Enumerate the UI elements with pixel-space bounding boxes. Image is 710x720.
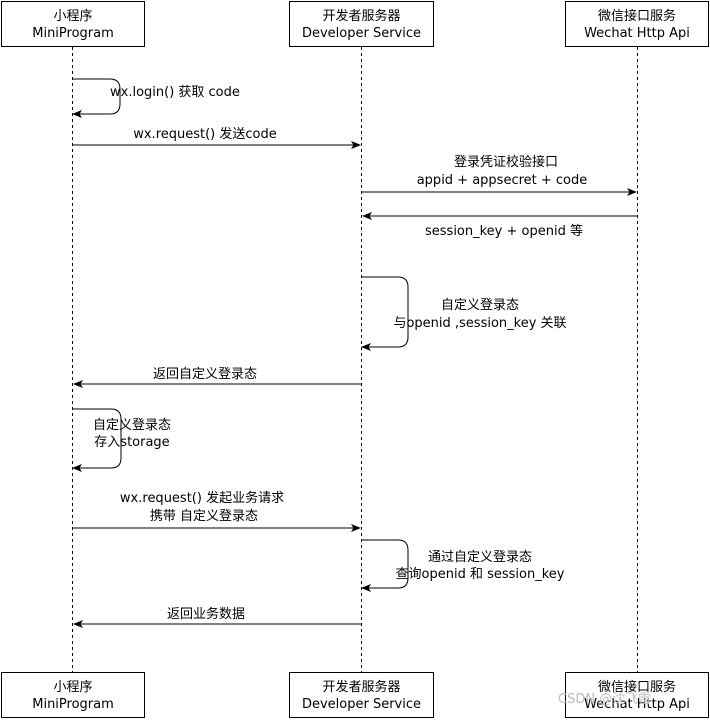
participant-developer-service-top: 开发者服务器 Developer Service [289, 1, 434, 47]
participant-title: 开发者服务器 [322, 679, 400, 695]
watermark-text: CSDN @沈飞雷 [558, 692, 651, 707]
message-custom-state-desc: 与openid ,session_key 关联 [393, 316, 566, 331]
participant-wechat-api-top: 微信接口服务 Wechat Http Api [565, 1, 709, 47]
participant-title: 开发者服务器 [322, 8, 400, 24]
message-biz-request-desc: 携带 自定义登录态 [150, 508, 258, 524]
message-return-state-label: 返回自定义登录态 [153, 367, 257, 382]
participant-subtitle: MiniProgram [32, 697, 114, 712]
message-auth-title: 登录凭证校验接口 [454, 154, 558, 170]
participant-miniprogram-bottom: 小程序 MiniProgram [1, 672, 145, 718]
message-store-desc: 存入storage [94, 435, 169, 450]
participant-wechat-api-bottom: 微信接口服务 Wechat Http Api [565, 672, 709, 718]
participant-subtitle: Wechat Http Api [584, 697, 690, 712]
self-message-custom-state [361, 276, 409, 351]
message-store-title: 自定义登录态 [93, 418, 171, 433]
participant-subtitle: Wechat Http Api [584, 26, 690, 41]
participant-title: 小程序 [53, 9, 92, 24]
participant-title: 微信接口服务 [598, 8, 676, 24]
message-query-desc: 查询openid 和 session_key [396, 567, 565, 582]
self-message-login [72, 78, 121, 118]
participant-subtitle: Developer Service [302, 26, 421, 41]
participant-developer-service-bottom: 开发者服务器 Developer Service [289, 672, 434, 718]
message-query-title: 通过自定义登录态 [428, 550, 532, 565]
self-message-store [72, 408, 122, 472]
participant-subtitle: MiniProgram [32, 26, 114, 41]
message-send-code-label: wx.request() 发送code [133, 126, 277, 142]
participant-title: 小程序 [53, 680, 92, 695]
participant-title: 微信接口服务 [598, 679, 676, 695]
message-biz-request-title: wx.request() 发起业务请求 [120, 490, 284, 506]
message-auth-params: appid + appsecret + code [417, 173, 588, 188]
message-custom-state-title: 自定义登录态 [441, 298, 519, 313]
message-login-label: wx.login() 获取 code [110, 85, 240, 100]
participant-subtitle: Developer Service [302, 697, 421, 712]
message-return-biz-label: 返回业务数据 [167, 606, 245, 622]
self-message-query [361, 539, 409, 592]
message-session-label: session_key + openid 等 [425, 223, 583, 239]
participant-miniprogram-top: 小程序 MiniProgram [1, 1, 145, 47]
